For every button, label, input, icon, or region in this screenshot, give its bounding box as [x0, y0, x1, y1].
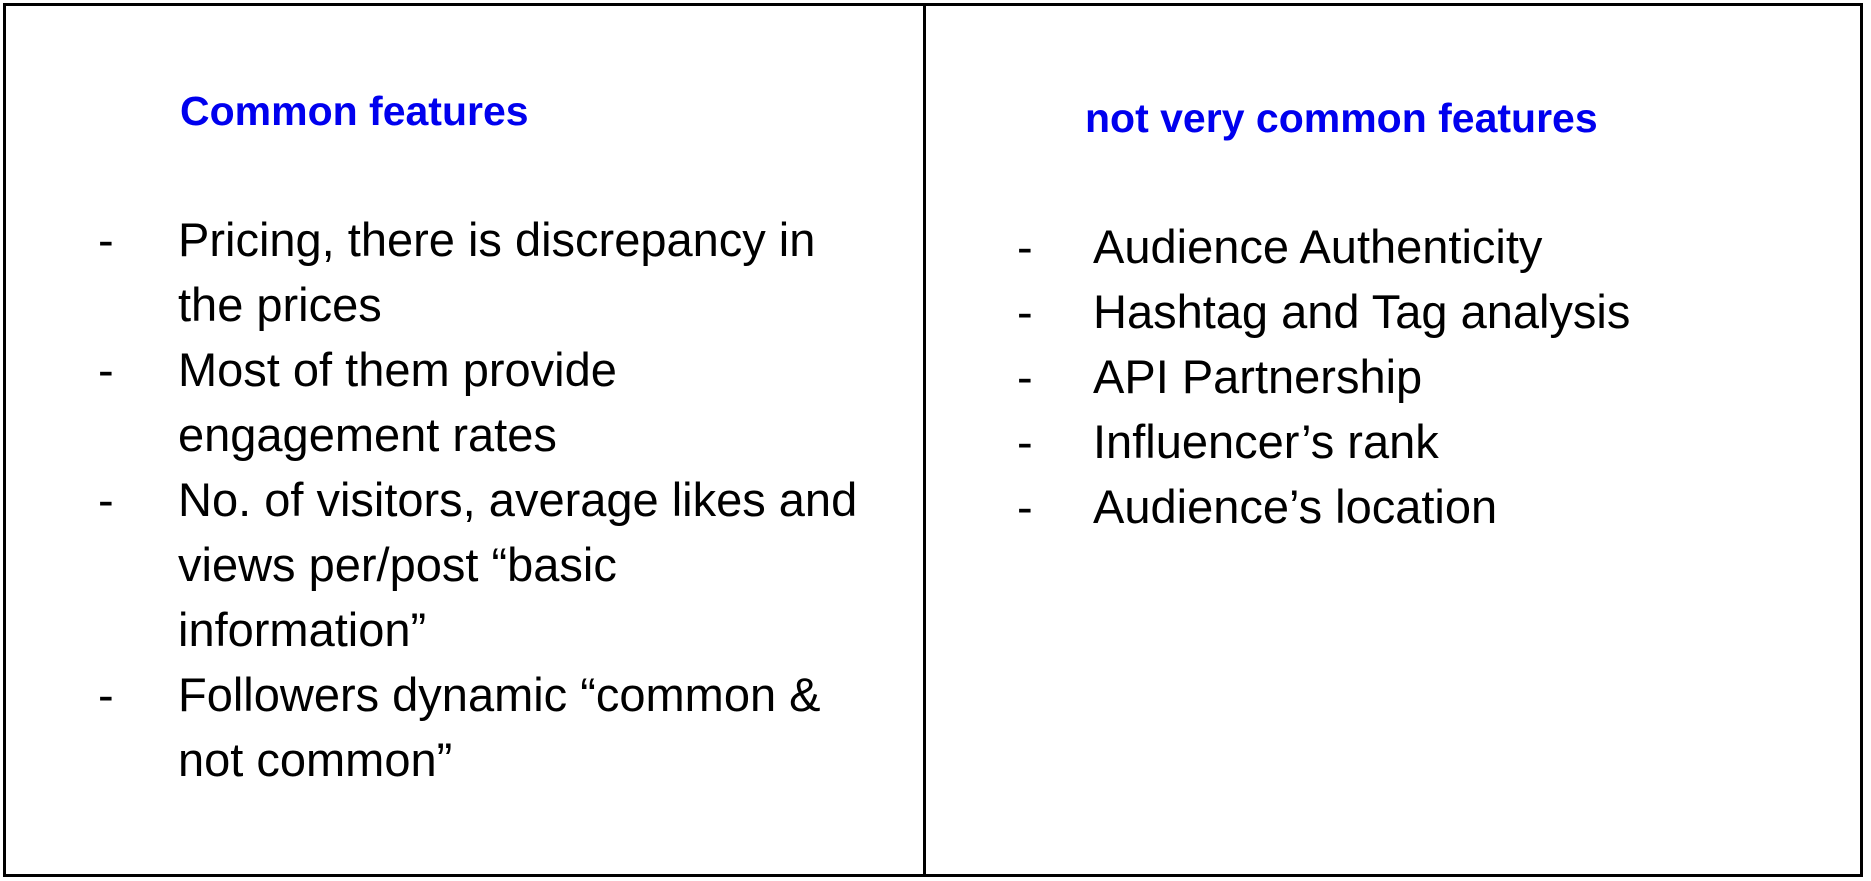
comparison-table — [3, 3, 1863, 877]
list-item: - Followers dynamic “common & not common… — [98, 662, 908, 792]
list-item-text: Most of them provide engagement rates — [178, 343, 617, 461]
dash-bullet: - — [1017, 415, 1033, 468]
not-very-common-features-heading: not very common features — [1085, 95, 1598, 141]
list-item-text: Audience Authenticity — [1093, 220, 1543, 273]
list-item: - Most of them provide engagement rates — [98, 337, 908, 467]
list-item-text: Hashtag and Tag analysis — [1093, 285, 1631, 338]
dash-bullet: - — [98, 473, 114, 526]
not-very-common-features-list: - Audience Authenticity - Hashtag and Ta… — [1017, 214, 1817, 539]
list-item: - API Partnership — [1017, 344, 1817, 409]
list-item: - Audience Authenticity — [1017, 214, 1817, 279]
common-features-list: - Pricing, there is discrepancy in the p… — [98, 207, 908, 792]
list-item: - Hashtag and Tag analysis — [1017, 279, 1817, 344]
dash-bullet: - — [1017, 220, 1033, 273]
dash-bullet: - — [1017, 285, 1033, 338]
dash-bullet: - — [98, 668, 114, 721]
common-features-heading: Common features — [180, 88, 529, 134]
list-item: - Audience’s location — [1017, 474, 1817, 539]
list-item-text: Followers dynamic “common & not common” — [178, 668, 821, 786]
list-item-text: Influencer’s rank — [1093, 415, 1439, 468]
list-item-text: Audience’s location — [1093, 480, 1498, 533]
column-divider — [923, 3, 926, 877]
list-item-text: Pricing, there is discrepancy in the pri… — [178, 213, 816, 331]
list-item: - Influencer’s rank — [1017, 409, 1817, 474]
list-item: - No. of visitors, average likes and vie… — [98, 467, 908, 662]
list-item: - Pricing, there is discrepancy in the p… — [98, 207, 908, 337]
list-item-text: API Partnership — [1093, 350, 1423, 403]
list-item-text: No. of visitors, average likes and views… — [178, 473, 858, 656]
dash-bullet: - — [1017, 480, 1033, 533]
dash-bullet: - — [1017, 350, 1033, 403]
dash-bullet: - — [98, 343, 114, 396]
dash-bullet: - — [98, 213, 114, 266]
